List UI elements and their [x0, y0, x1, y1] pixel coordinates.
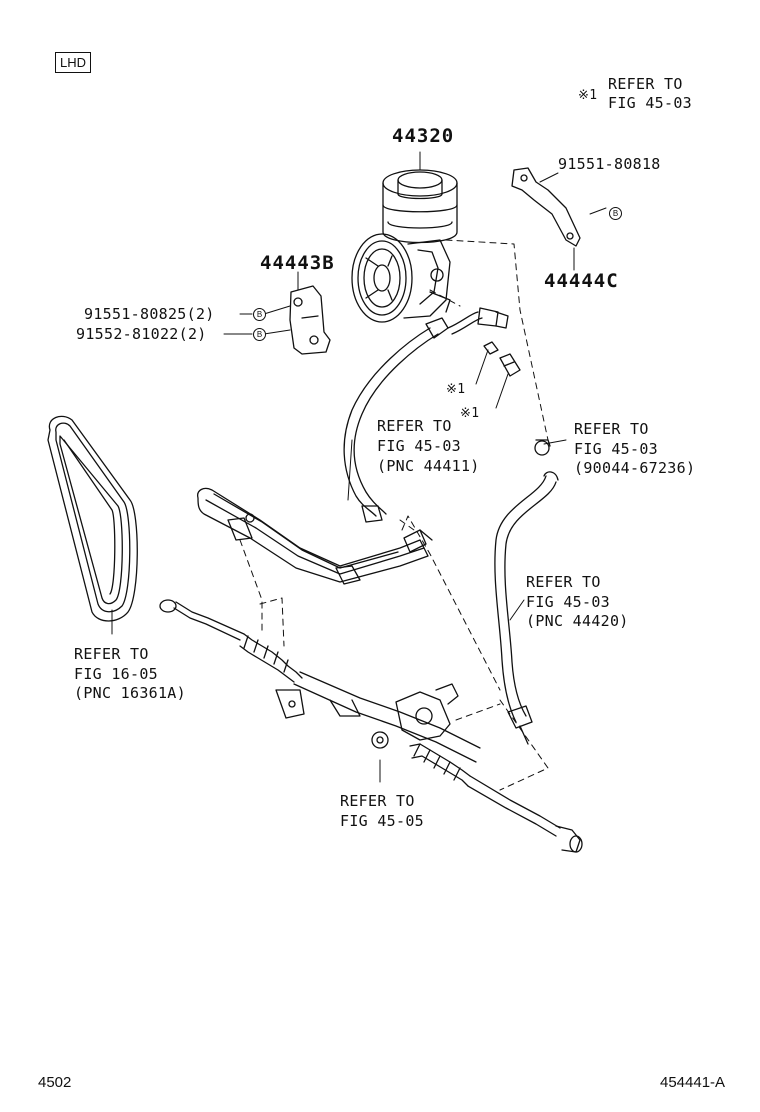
- pressure-hose-drawing: [343, 307, 509, 523]
- return-hose-drawing: [494, 471, 559, 745]
- return-hose-ref-line1: REFER TO: [526, 573, 601, 591]
- lhd-badge: LHD: [55, 52, 91, 73]
- footer-page-code: 4502: [38, 1074, 72, 1091]
- gear-ref-line1: REFER TO: [340, 792, 415, 810]
- bracket-44444c-drawing: [511, 167, 581, 247]
- bolt-marker-icon: B: [253, 328, 266, 341]
- part-number-bolt-b2: 91552-81022(2): [76, 325, 207, 343]
- gear-ref-line2: FIG 45-05: [340, 812, 424, 830]
- hose-clamp-drawing: [534, 439, 551, 456]
- return-hose-ref-line2: FIG 45-03: [526, 593, 610, 611]
- part-number-bracket-b: 44443B: [260, 252, 335, 274]
- ref1-line1: REFER TO: [608, 75, 683, 93]
- union-fittings-drawing: [475, 341, 521, 409]
- steering-rack-drawing: [159, 599, 583, 853]
- clamp-ref-line2: FIG 45-03: [574, 440, 658, 458]
- belt-ref-line1: REFER TO: [74, 645, 149, 663]
- bracket-44443b-drawing: [289, 285, 331, 355]
- ref1-mark-b: ※1: [460, 406, 480, 421]
- pressure-hose-ref-line2: FIG 45-03: [377, 437, 461, 455]
- ref1-mark-a: ※1: [446, 382, 466, 397]
- dashed-alignment-lines: [239, 239, 549, 791]
- bolt-marker-icon: B: [609, 207, 622, 220]
- power-steering-pump-drawing: [351, 169, 458, 323]
- part-number-bolt-b1: 91551-80825(2): [84, 305, 215, 323]
- ref1-mark: ※1: [578, 88, 598, 103]
- pressure-pipe-assembly-drawing: [197, 487, 433, 585]
- leader-lines: [111, 151, 607, 783]
- ref1-line2: FIG 45-03: [608, 94, 692, 112]
- clamp-ref-line3: (90044-67236): [574, 459, 696, 477]
- bolt-marker-icon: B: [253, 308, 266, 321]
- belt-ref-line3: (PNC 16361A): [74, 684, 186, 702]
- return-hose-ref-line3: (PNC 44420): [526, 612, 629, 630]
- belt-ref-line2: FIG 16-05: [74, 665, 158, 683]
- pressure-hose-ref-line1: REFER TO: [377, 417, 452, 435]
- footer-figure-id: 454441-A: [660, 1074, 726, 1091]
- part-number-bracket-c: 44444C: [544, 270, 619, 292]
- part-number-bolt-c: 91551-80818: [558, 155, 661, 173]
- part-number-pump: 44320: [392, 125, 455, 147]
- drive-belt-drawing: [47, 415, 138, 622]
- clamp-ref-line1: REFER TO: [574, 420, 649, 438]
- pressure-hose-ref-line3: (PNC 44411): [377, 457, 480, 475]
